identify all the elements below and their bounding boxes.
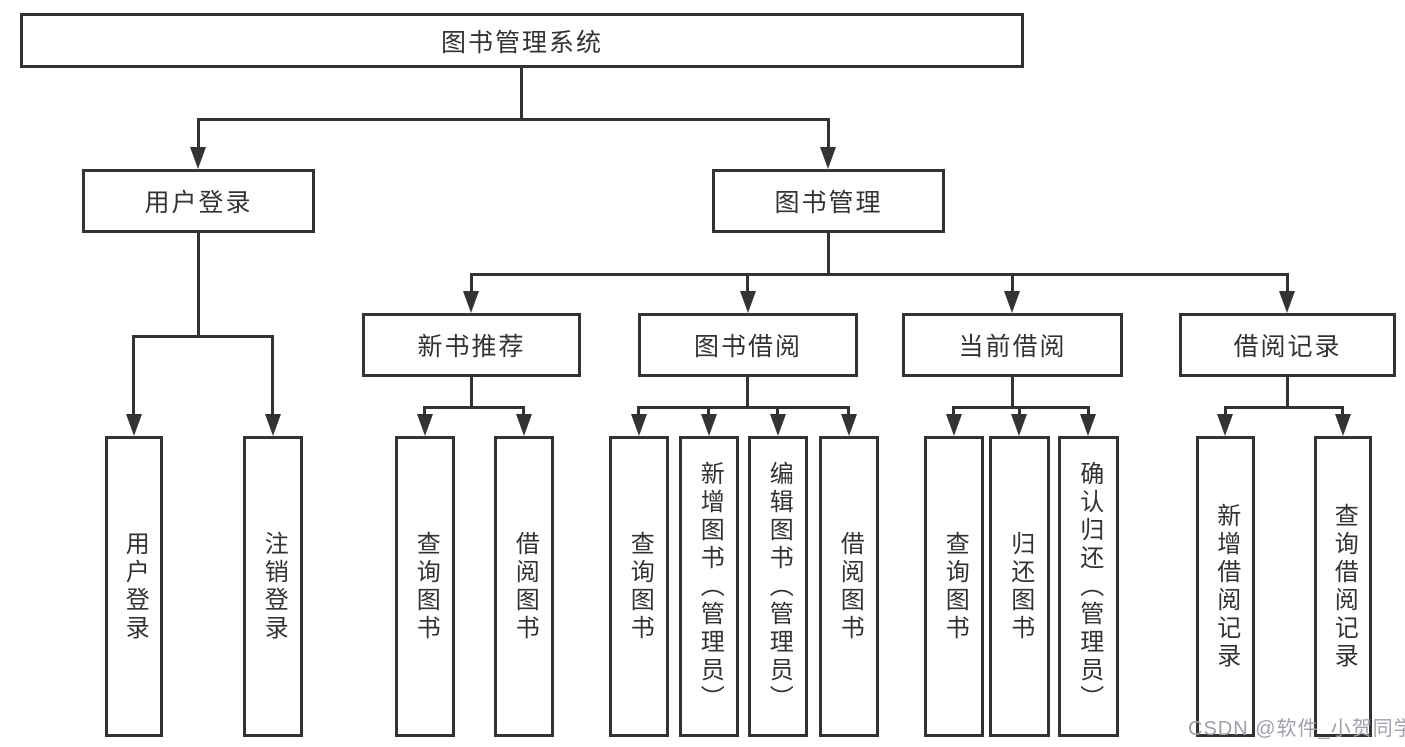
connector-drop-new-book [470, 273, 473, 292]
node-book-borrow: 图书借阅 [638, 313, 858, 377]
node-new-book-recommend: 新书推荐 [362, 313, 581, 377]
connector-drop-records-query [1341, 406, 1344, 415]
connector-root-trunk [520, 68, 523, 118]
node-leaf-borrow-borrow-label: 借阅图书 [836, 530, 864, 643]
arrowhead-records-add [1217, 414, 1233, 436]
connector-drop-leaf-user-login [132, 335, 135, 415]
node-leaf-records-query-label: 查询借阅记录 [1330, 502, 1358, 671]
arrowhead-current-borrow [1004, 291, 1020, 313]
node-leaf-records-add: 新增借阅记录 [1196, 436, 1255, 737]
connector-drop-borrow-records [1286, 273, 1289, 292]
connector-drop-borrow-edit [776, 406, 779, 415]
node-leaf-logout-label: 注销登录 [260, 530, 288, 643]
node-root: 图书管理系统 [20, 13, 1024, 68]
arrowhead-borrow-query [631, 414, 647, 436]
node-leaf-borrow-edit-label: 编辑图书（管理员） [765, 460, 793, 713]
connector-drop-book-borrow [746, 273, 749, 292]
node-leaf-current-query: 查询图书 [924, 436, 984, 737]
node-leaf-records-add-label: 新增借阅记录 [1212, 502, 1240, 671]
node-leaf-user-login-label: 用户登录 [121, 530, 149, 643]
connector-current-trunk [1011, 377, 1014, 406]
node-user-login: 用户登录 [82, 169, 315, 233]
node-leaf-borrow-query-label: 查询图书 [626, 530, 654, 643]
arrowhead-newbook-borrow [516, 414, 532, 436]
connector-drop-newbook-borrow [522, 406, 525, 415]
arrowhead-user-login [190, 147, 206, 169]
arrowhead-new-book [463, 291, 479, 313]
arrowhead-borrow-borrow [841, 414, 857, 436]
connector-drop-current-confirm [1087, 406, 1090, 415]
arrowhead-borrow-edit [770, 414, 786, 436]
connector-level3-distributor [470, 273, 1289, 276]
arrowhead-book-management [820, 147, 836, 169]
connector-drop-records-add [1224, 406, 1227, 415]
node-leaf-borrow-add-label: 新增图书（管理员） [696, 460, 724, 713]
connector-user-branch [132, 335, 274, 338]
arrowhead-book-borrow [740, 291, 756, 313]
csdn-watermark: CSDN @软件_小贺同学 [1188, 718, 1405, 740]
connector-records-trunk [1286, 377, 1289, 406]
connector-drop-current-query [952, 406, 955, 415]
node-current-borrow: 当前借阅 [902, 313, 1123, 377]
node-leaf-current-return: 归还图书 [989, 436, 1050, 737]
node-leaf-current-return-label: 归还图书 [1006, 530, 1034, 643]
arrowhead-borrow-add [701, 414, 717, 436]
arrowhead-leaf-user-login [126, 414, 142, 436]
node-leaf-borrow-query: 查询图书 [609, 436, 669, 737]
connector-borrow-branch [637, 406, 850, 409]
node-leaf-newbook-query-label: 查询图书 [412, 530, 440, 643]
arrowhead-records-query [1335, 414, 1351, 436]
node-borrow-records: 借阅记录 [1179, 313, 1396, 377]
node-leaf-borrow-add: 新增图书（管理员） [679, 436, 739, 737]
connector-drop-newbook-query [423, 406, 426, 415]
node-leaf-borrow-edit: 编辑图书（管理员） [748, 436, 808, 737]
node-book-management: 图书管理 [712, 169, 945, 233]
connector-records-branch [1224, 406, 1344, 409]
node-leaf-current-confirm: 确认归还（管理员） [1058, 436, 1119, 737]
node-leaf-current-confirm-label: 确认归还（管理员） [1075, 460, 1103, 713]
connector-current-branch [952, 406, 1090, 409]
node-leaf-records-query: 查询借阅记录 [1314, 436, 1372, 737]
connector-newbook-branch [423, 406, 525, 409]
connector-drop-borrow-borrow [847, 406, 850, 415]
arrowhead-newbook-query [417, 414, 433, 436]
connector-newbook-trunk [470, 377, 473, 406]
connector-drop-current-borrow [1011, 273, 1014, 292]
arrowhead-current-return [1011, 414, 1027, 436]
connector-drop-book-management [827, 118, 830, 148]
arrowhead-borrow-records [1279, 291, 1295, 313]
connector-bookmgmt-trunk [827, 233, 830, 273]
arrowhead-leaf-logout [265, 414, 281, 436]
node-leaf-newbook-query: 查询图书 [395, 436, 455, 737]
connector-borrow-trunk [746, 377, 749, 406]
connector-drop-user-login [197, 118, 200, 148]
node-leaf-newbook-borrow-label: 借阅图书 [511, 530, 539, 643]
node-leaf-logout: 注销登录 [243, 436, 303, 737]
connector-level2-distributor [197, 118, 830, 121]
connector-user-trunk [197, 233, 200, 335]
connector-drop-borrow-query [637, 406, 640, 415]
connector-drop-leaf-logout [271, 335, 274, 415]
arrowhead-current-query [946, 414, 962, 436]
node-leaf-current-query-label: 查询图书 [941, 530, 969, 643]
node-leaf-newbook-borrow: 借阅图书 [494, 436, 554, 737]
node-leaf-user-login: 用户登录 [105, 436, 163, 737]
connector-drop-borrow-add [707, 406, 710, 415]
arrowhead-current-confirm [1080, 414, 1096, 436]
node-leaf-borrow-borrow: 借阅图书 [819, 436, 879, 737]
connector-drop-current-return [1018, 406, 1021, 415]
